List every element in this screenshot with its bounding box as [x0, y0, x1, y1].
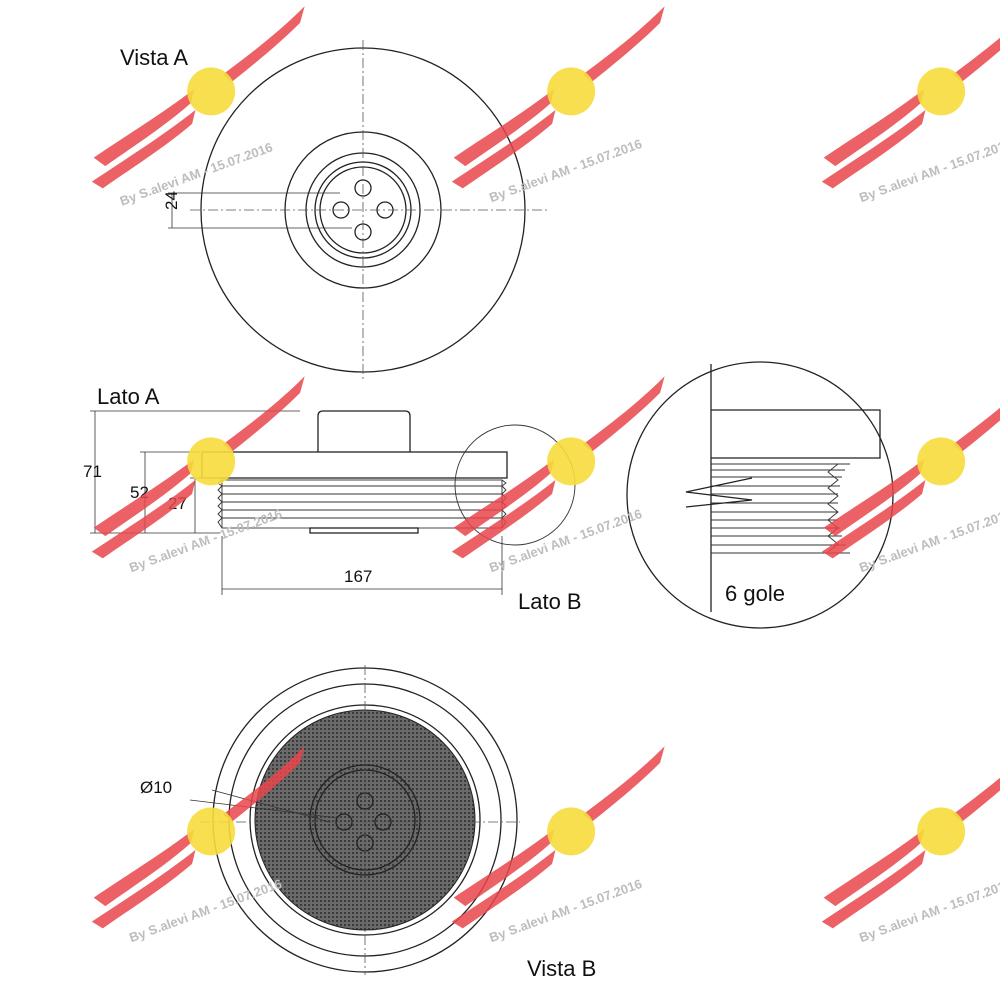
dim-24: 24	[162, 191, 181, 210]
side-view	[90, 410, 576, 595]
dim-167: 167	[344, 567, 372, 586]
label-vista-a: Vista A	[120, 45, 188, 70]
dim-71: 71	[83, 462, 102, 481]
watermark-9: By S.alevi AM - 15.07.2016	[790, 746, 1000, 945]
watermark-2: By S.alevi AM - 15.07.2016	[420, 6, 700, 205]
dim-d10: Ø10	[140, 778, 172, 797]
label-gole: 6 gole	[725, 581, 785, 606]
label-vista-b: Vista B	[527, 956, 596, 981]
vista-b-view	[189, 665, 520, 975]
watermark-1: By S.alevi AM - 15.07.2016	[60, 6, 340, 209]
label-lato-a: Lato A	[97, 384, 160, 409]
vista-a-view	[168, 40, 550, 380]
watermark-3: By S.alevi AM - 15.07.2016	[790, 6, 1000, 205]
watermark-5: By S.alevi AM - 15.07.2016	[420, 376, 700, 575]
label-lato-b: Lato B	[518, 589, 582, 614]
groove-detail	[626, 361, 894, 629]
watermark-6: By S.alevi AM - 15.07.2016	[790, 376, 1000, 575]
